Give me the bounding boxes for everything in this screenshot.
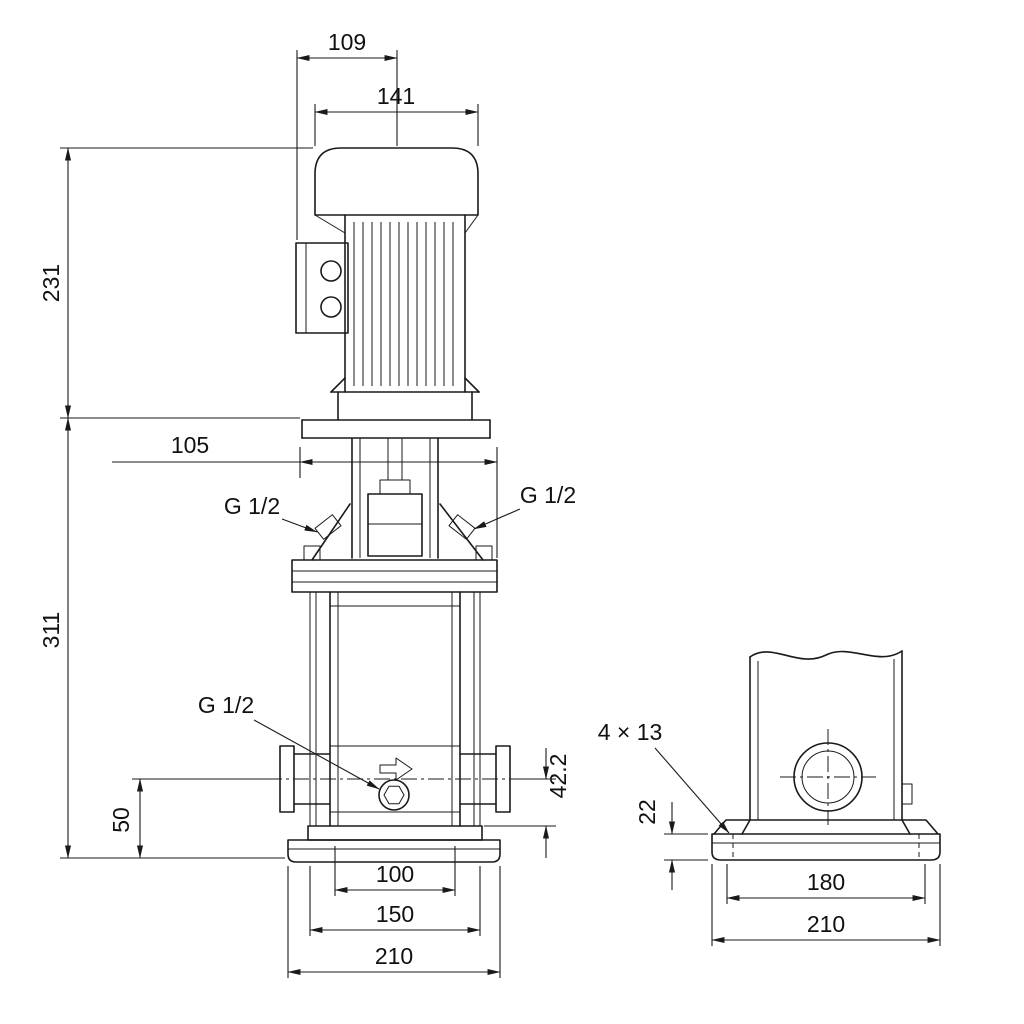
dim-210-main-label: 210: [375, 943, 413, 969]
dim-109: 109: [296, 29, 398, 240]
dim-150-label: 150: [376, 901, 414, 927]
dim-311-label: 311: [38, 612, 64, 649]
drain-plug: [378, 779, 410, 811]
cable-entry-top: [320, 260, 342, 282]
motor-flange: [301, 391, 491, 439]
dim-100-label: 100: [376, 861, 414, 887]
dim-180: 180: [726, 864, 926, 904]
g12-drain-label: G 1/2: [198, 692, 254, 718]
dim-150: 150: [309, 866, 481, 936]
dim-50-label: 50: [108, 807, 134, 833]
dim-311: 311: [38, 417, 285, 859]
dim-105-label: 105: [171, 432, 209, 458]
pump-head-flange: [291, 545, 498, 593]
dim-141: 141: [314, 83, 479, 146]
vent-plug-right: [448, 514, 476, 540]
coupling-section: [311, 437, 484, 561]
dim-105: 105: [112, 432, 498, 558]
dim-231: 231: [38, 147, 313, 419]
dim-180-label: 180: [807, 869, 845, 895]
motor-fan-cover: [314, 147, 479, 216]
label-g12-right: G 1/2: [473, 482, 576, 530]
motor-fins: [353, 222, 454, 386]
g12-left-label: G 1/2: [224, 493, 280, 519]
dim-100: 100: [334, 846, 456, 896]
bolt-holes-label: 4 × 13: [598, 719, 663, 745]
shaft-coupling: [367, 493, 423, 557]
g12-right-label: G 1/2: [520, 482, 576, 508]
dim-210-main: 210: [287, 866, 501, 978]
side-plug: [901, 783, 913, 805]
dim-231-label: 231: [38, 264, 64, 302]
dim-50: 50: [108, 778, 266, 859]
dim-210-end: 210: [711, 864, 941, 946]
label-g12-drain: G 1/2: [198, 692, 380, 790]
label-bolt-holes: 4 × 13: [598, 719, 730, 834]
chamber-stack: [309, 591, 481, 827]
dim-22-label: 22: [634, 799, 660, 825]
cable-entry-bottom: [320, 296, 342, 318]
end-view: 4 × 13 22 180 210: [598, 650, 941, 946]
vent-plug-left: [314, 514, 342, 540]
label-g12-left: G 1/2: [224, 493, 318, 533]
dim-42-2-label: 42.2: [545, 754, 571, 799]
dim-210-end-label: 210: [807, 911, 845, 937]
terminal-box: [295, 242, 349, 334]
flow-direction-arrow-icon: [379, 757, 413, 781]
end-view-port: [780, 729, 876, 825]
dim-109-label: 109: [328, 29, 366, 55]
dim-22: 22: [634, 799, 708, 890]
pump-base: [287, 825, 501, 863]
dim-141-label: 141: [377, 83, 415, 109]
dim-42-2: 42.2: [484, 748, 571, 858]
main-view: 109 141 231 105 311 G 1/2: [38, 29, 576, 978]
motor-body: [314, 214, 480, 393]
